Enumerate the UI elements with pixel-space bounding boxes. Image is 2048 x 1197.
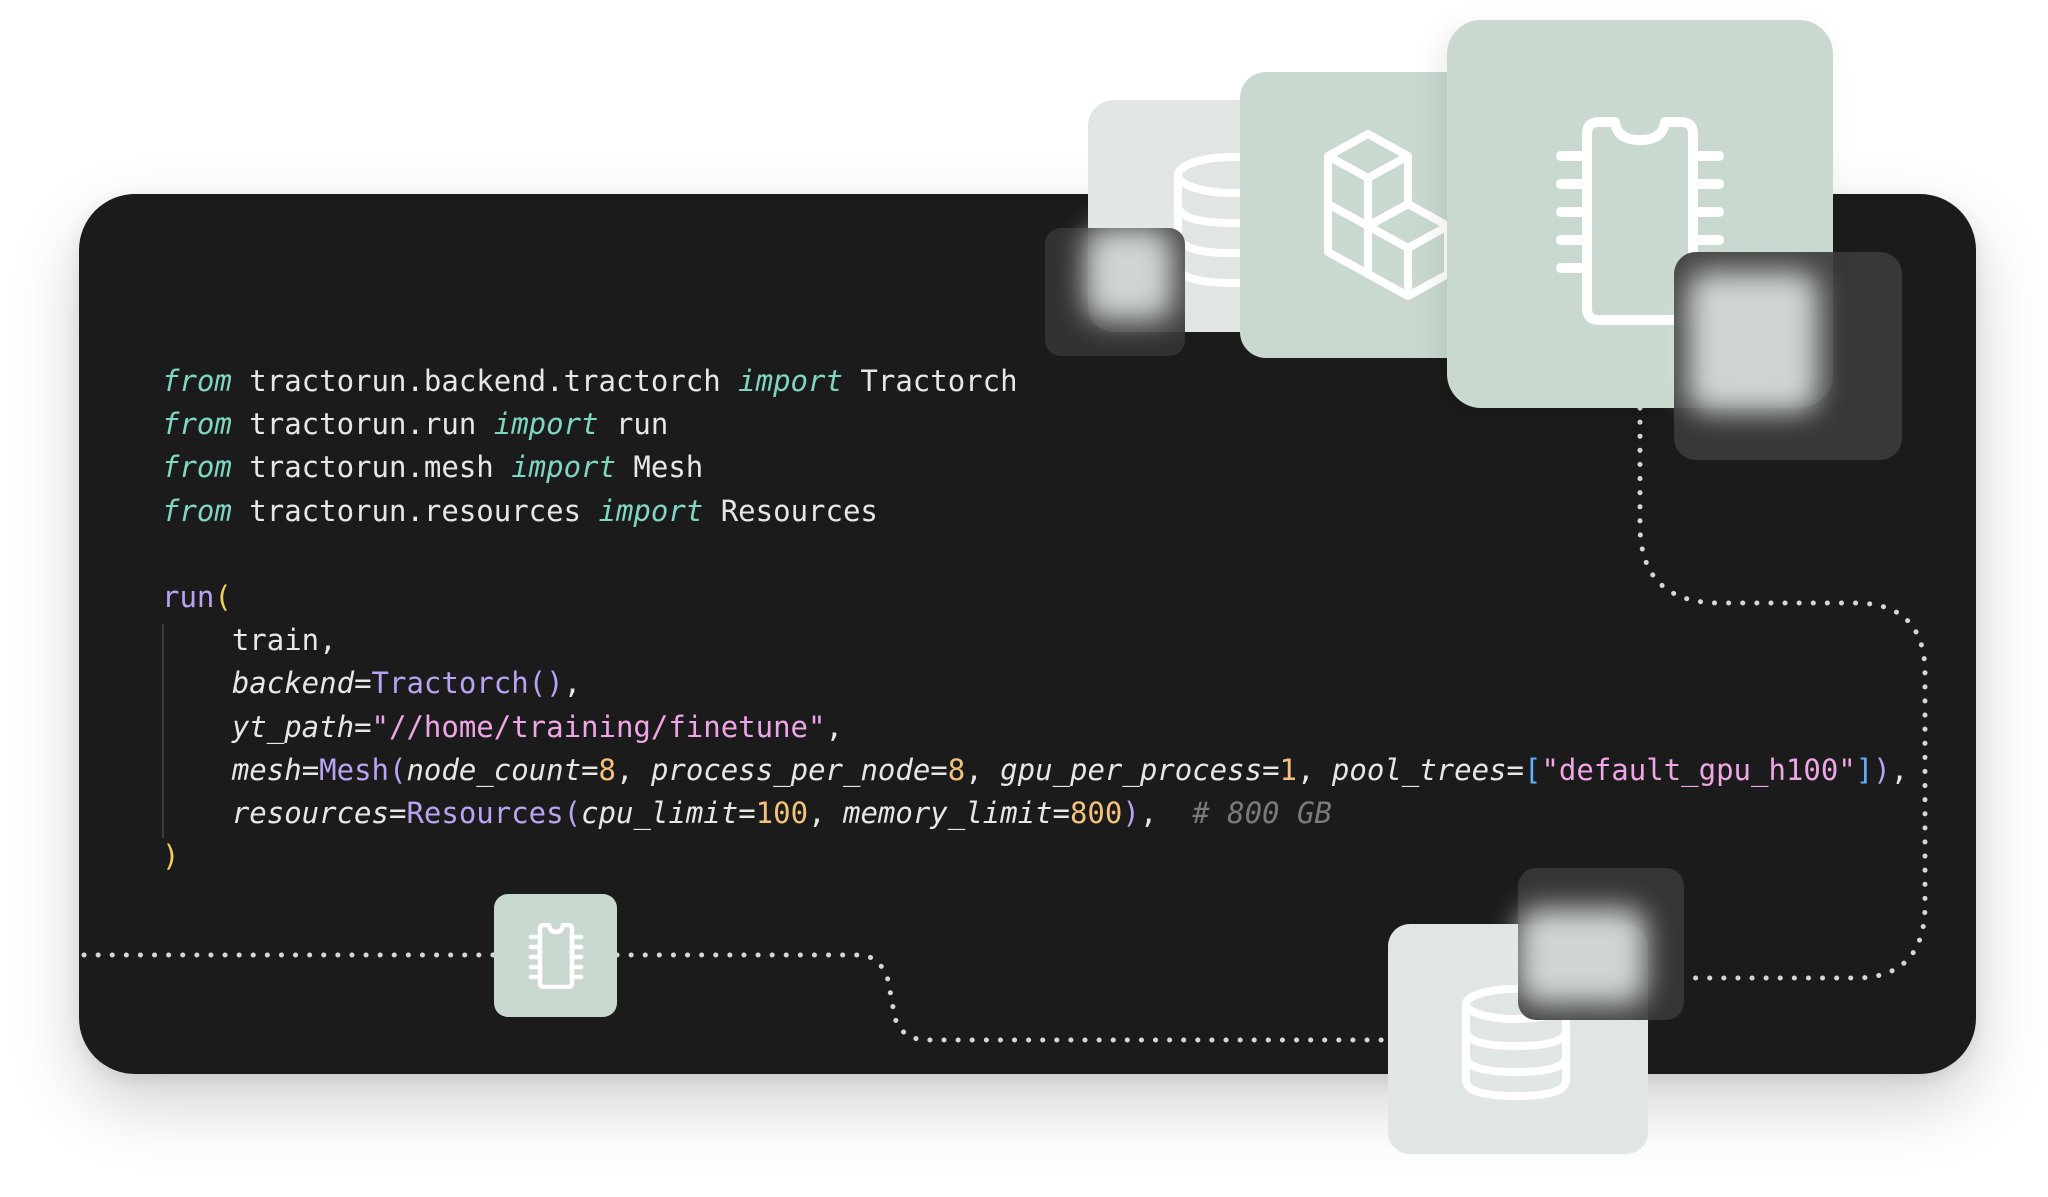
code-line: run( — [162, 576, 1908, 619]
code-token: , — [808, 795, 843, 830]
code-token: () — [528, 666, 564, 701]
code-token: [ — [1524, 752, 1542, 787]
code-token: Resources — [406, 795, 564, 830]
code-token: Resources — [703, 493, 878, 528]
code-line: train, — [162, 619, 1908, 662]
code-token: = — [354, 709, 372, 744]
code-token: , — [825, 709, 843, 744]
code-token: run — [162, 579, 215, 614]
code-token: from — [162, 450, 232, 485]
code-token: tractorun.run — [231, 407, 494, 442]
code-token: = — [581, 752, 599, 787]
code-line: resources=Resources(cpu_limit=100, memor… — [162, 792, 1908, 835]
code-token: ) — [162, 839, 180, 874]
code-token: ( — [563, 795, 582, 830]
code-token: 800 — [1069, 795, 1123, 830]
code-token: = — [354, 666, 372, 701]
code-line: ) — [162, 835, 1908, 878]
code-token: node_count — [406, 752, 582, 787]
code-token: run — [598, 407, 669, 442]
code-token: , — [616, 752, 651, 787]
code-token: ) — [1122, 795, 1140, 830]
code-token: pool_trees — [1331, 752, 1507, 787]
code-token: , — [1139, 795, 1193, 830]
code-token: import — [493, 407, 599, 442]
chip-tile-small — [494, 894, 617, 1017]
glass-overlay-small — [1045, 228, 1185, 356]
code-editor: from tractorun.backend.tractorch import … — [162, 360, 1908, 878]
code-token: Mesh — [615, 450, 704, 485]
code-token: 8 — [598, 752, 617, 787]
code-token: ( — [214, 579, 232, 614]
code-token: backend — [231, 666, 355, 701]
code-token: import — [511, 450, 616, 485]
code-token: , — [1297, 752, 1332, 787]
code-line: from tractorun.backend.tractorch import … — [162, 360, 1908, 403]
glass-overlay-right — [1674, 252, 1902, 460]
code-token: = — [301, 752, 320, 787]
code-token: # 800 GB — [1192, 795, 1332, 830]
code-token: from — [162, 407, 232, 442]
code-token: = — [738, 795, 756, 830]
code-token — [162, 796, 232, 830]
chip-icon — [528, 923, 584, 989]
code-token — [162, 666, 232, 700]
code-token: "default_gpu_h100" — [1541, 752, 1856, 787]
code-token: cpu_limit — [581, 795, 739, 830]
code-token — [162, 753, 232, 787]
code-token: Tractorch — [371, 666, 529, 701]
code-token: import — [738, 364, 843, 398]
code-token: 100 — [755, 795, 809, 830]
code-token: ] — [1855, 752, 1874, 787]
code-line: mesh=Mesh(node_count=8, process_per_node… — [162, 749, 1908, 792]
cubes-icon — [1324, 130, 1452, 300]
code-line — [162, 533, 1908, 576]
code-token: tractorun.mesh — [231, 450, 512, 485]
code-token: 8 — [947, 752, 966, 787]
code-token: , — [563, 666, 582, 701]
code-token: ( — [389, 752, 407, 787]
code-line: from tractorun.run import run — [162, 403, 1908, 446]
code-token: memory_limit — [842, 795, 1053, 830]
code-token: resources — [231, 795, 389, 830]
code-token: from — [162, 364, 232, 398]
code-token: from — [162, 493, 232, 528]
code-token: tractorun.resources — [231, 493, 599, 528]
indent-guide — [162, 624, 164, 838]
code-line: backend=Tractorch(), — [162, 662, 1908, 705]
code-token: , — [965, 752, 1001, 787]
code-token: yt_path — [231, 709, 355, 744]
code-token: = — [1262, 752, 1280, 787]
chip-icon — [1556, 117, 1724, 325]
code-token — [162, 710, 232, 744]
code-token: Tractorch — [842, 364, 1018, 398]
code-token: train, — [162, 623, 337, 658]
code-token: process_per_node — [650, 752, 931, 787]
code-token: = — [1506, 752, 1524, 787]
code-line: yt_path="//home/training/finetune", — [162, 706, 1908, 749]
code-token: import — [598, 493, 704, 528]
code-line: from tractorun.mesh import Mesh — [162, 446, 1908, 489]
glass-overlay-bottom — [1518, 868, 1684, 1020]
code-token: gpu_per_process — [1000, 752, 1263, 787]
code-token: "//home/training/finetune" — [371, 709, 826, 744]
code-token: mesh — [231, 752, 302, 787]
code-token: , — [1890, 752, 1909, 787]
code-token: Mesh — [319, 752, 389, 787]
code-token: ) — [1873, 752, 1891, 787]
code-line: from tractorun.resources import Resource… — [162, 490, 1908, 533]
code-token: = — [930, 752, 948, 787]
code-token: tractorun.backend.tractorch — [231, 364, 739, 398]
code-token: = — [388, 795, 407, 830]
code-token: 1 — [1279, 752, 1297, 787]
code-token: = — [1052, 795, 1070, 830]
